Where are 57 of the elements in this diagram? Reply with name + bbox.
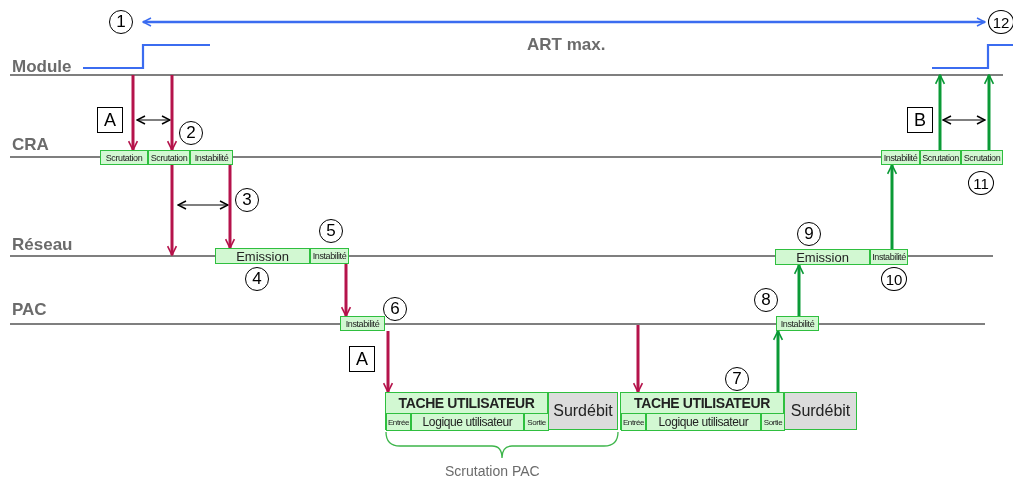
callout-number: 12: [988, 10, 1013, 34]
lane-label: Réseau: [12, 235, 73, 255]
callout-number: 9: [797, 222, 821, 246]
arrow: [340, 264, 352, 317]
task-field: Entrée: [386, 413, 411, 431]
callout-number: 4: [245, 267, 269, 291]
state-box: Scrutation: [100, 150, 148, 165]
state-box: Instabilité: [881, 150, 920, 165]
task-heading: TACHE UTILISATEUR: [397, 394, 536, 413]
state-box: Scrutation: [148, 150, 190, 165]
overhead-box: Surdébit: [784, 392, 857, 430]
lane-label: PAC: [12, 300, 47, 320]
state-box: Instabilité: [340, 316, 385, 331]
callout-number: 8: [754, 288, 778, 312]
task-box: [620, 392, 784, 430]
callout-number: 6: [383, 297, 407, 321]
callout-number: 10: [881, 267, 907, 291]
callout-number: 3: [235, 188, 259, 212]
lane-label: CRA: [12, 135, 49, 155]
arrow: [632, 325, 644, 393]
task-field: Entrée: [621, 413, 646, 431]
span-label: ART max.: [527, 35, 606, 55]
emission-box: Emission: [775, 249, 870, 265]
state-box: Instabilité: [776, 316, 819, 331]
arrow: [793, 264, 805, 316]
reference-letter: B: [907, 107, 933, 133]
reference-letter: A: [97, 107, 123, 133]
task-box: [385, 392, 548, 430]
state-box: Instabilité: [310, 248, 349, 264]
arrow: [934, 74, 946, 150]
callout-number: 5: [319, 219, 343, 243]
task-field: Logique utilisateur: [646, 413, 761, 431]
callout-number: 7: [725, 367, 749, 391]
state-box: Instabilité: [190, 150, 233, 165]
emission-box: Emission: [215, 248, 310, 264]
arrow: [224, 165, 236, 249]
task-heading: TACHE UTILISATEUR: [633, 394, 771, 413]
state-box: Instabilité: [870, 249, 908, 265]
arrow: [166, 165, 178, 256]
brace-label: Scrutation PAC: [445, 463, 540, 479]
task-field: Logique utilisateur: [411, 413, 524, 431]
overhead-box: Surdébit: [548, 392, 618, 430]
arrow: [772, 330, 784, 392]
task-field: Sortie: [761, 413, 785, 431]
task-field: Sortie: [524, 413, 549, 431]
lane-label: Module: [12, 57, 72, 77]
reference-letter: A: [349, 346, 375, 372]
arrow: [382, 331, 394, 393]
state-box: Scrutation: [920, 150, 961, 165]
arrow: [983, 74, 995, 150]
callout-number: 1: [109, 10, 133, 34]
arrow: [166, 75, 178, 151]
arrow: [127, 75, 139, 151]
arrow: [886, 164, 898, 249]
callout-number: 2: [179, 121, 203, 145]
callout-number: 11: [968, 171, 994, 195]
state-box: Scrutation: [961, 150, 1003, 165]
